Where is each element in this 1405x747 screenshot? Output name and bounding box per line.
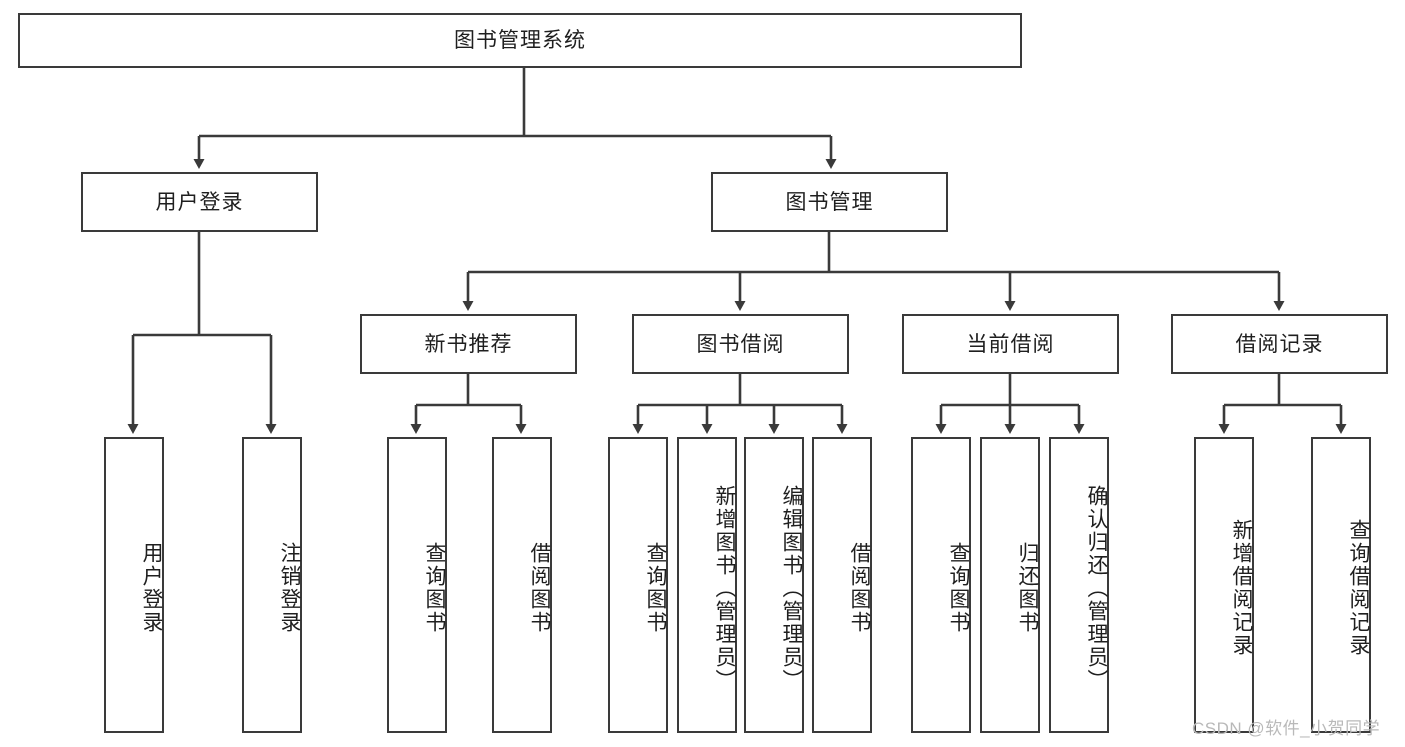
- node-label: 借阅图书: [848, 542, 871, 634]
- leaf-edit-book-admin[interactable]: 编辑图书（管理员）: [744, 437, 804, 733]
- node-label: 用户登录: [140, 542, 163, 634]
- leaf-query-book-current[interactable]: 查询图书: [911, 437, 971, 733]
- node-book-borrow[interactable]: 图书借阅: [632, 314, 849, 374]
- node-label: 新增借阅记录: [1230, 519, 1253, 657]
- node-root-system[interactable]: 图书管理系统: [18, 13, 1022, 68]
- node-label: 借阅记录: [1235, 332, 1324, 356]
- node-current-borrow[interactable]: 当前借阅: [902, 314, 1119, 374]
- node-label: 用户登录: [155, 190, 244, 214]
- node-label: 新增图书（管理员）: [713, 484, 736, 692]
- node-label: 查询图书: [947, 542, 970, 634]
- leaf-add-borrow-record[interactable]: 新增借阅记录: [1194, 437, 1254, 733]
- node-borrow-record[interactable]: 借阅记录: [1171, 314, 1388, 374]
- node-book-management[interactable]: 图书管理: [711, 172, 948, 232]
- leaf-logout[interactable]: 注销登录: [242, 437, 302, 733]
- node-label: 编辑图书（管理员）: [780, 484, 803, 692]
- leaf-confirm-return-admin[interactable]: 确认归还（管理员）: [1049, 437, 1109, 733]
- leaf-user-login[interactable]: 用户登录: [104, 437, 164, 733]
- node-label: 确认归还（管理员）: [1085, 484, 1108, 692]
- csdn-watermark: CSDN @软件_小贺同学: [1192, 719, 1381, 738]
- node-label: 注销登录: [278, 542, 301, 634]
- node-new-book-recommend[interactable]: 新书推荐: [360, 314, 577, 374]
- leaf-add-book-admin[interactable]: 新增图书（管理员）: [677, 437, 737, 733]
- leaf-query-borrow-record[interactable]: 查询借阅记录: [1311, 437, 1371, 733]
- node-label: 图书借阅: [696, 332, 785, 356]
- node-label: 归还图书: [1016, 542, 1039, 634]
- node-label: 查询图书: [423, 542, 446, 634]
- leaf-return-book[interactable]: 归还图书: [980, 437, 1040, 733]
- leaf-borrow-book-recommend[interactable]: 借阅图书: [492, 437, 552, 733]
- node-label: 当前借阅: [966, 332, 1055, 356]
- node-label: 图书管理系统: [454, 29, 586, 52]
- node-label: 图书管理: [785, 190, 874, 214]
- node-user-login[interactable]: 用户登录: [81, 172, 318, 232]
- node-label: 查询借阅记录: [1347, 519, 1370, 657]
- leaf-query-book-borrow[interactable]: 查询图书: [608, 437, 668, 733]
- node-label: 查询图书: [644, 542, 667, 634]
- leaf-borrow-book-borrow[interactable]: 借阅图书: [812, 437, 872, 733]
- leaf-query-book-recommend[interactable]: 查询图书: [387, 437, 447, 733]
- node-label: 借阅图书: [528, 542, 551, 634]
- node-label: 新书推荐: [424, 332, 513, 356]
